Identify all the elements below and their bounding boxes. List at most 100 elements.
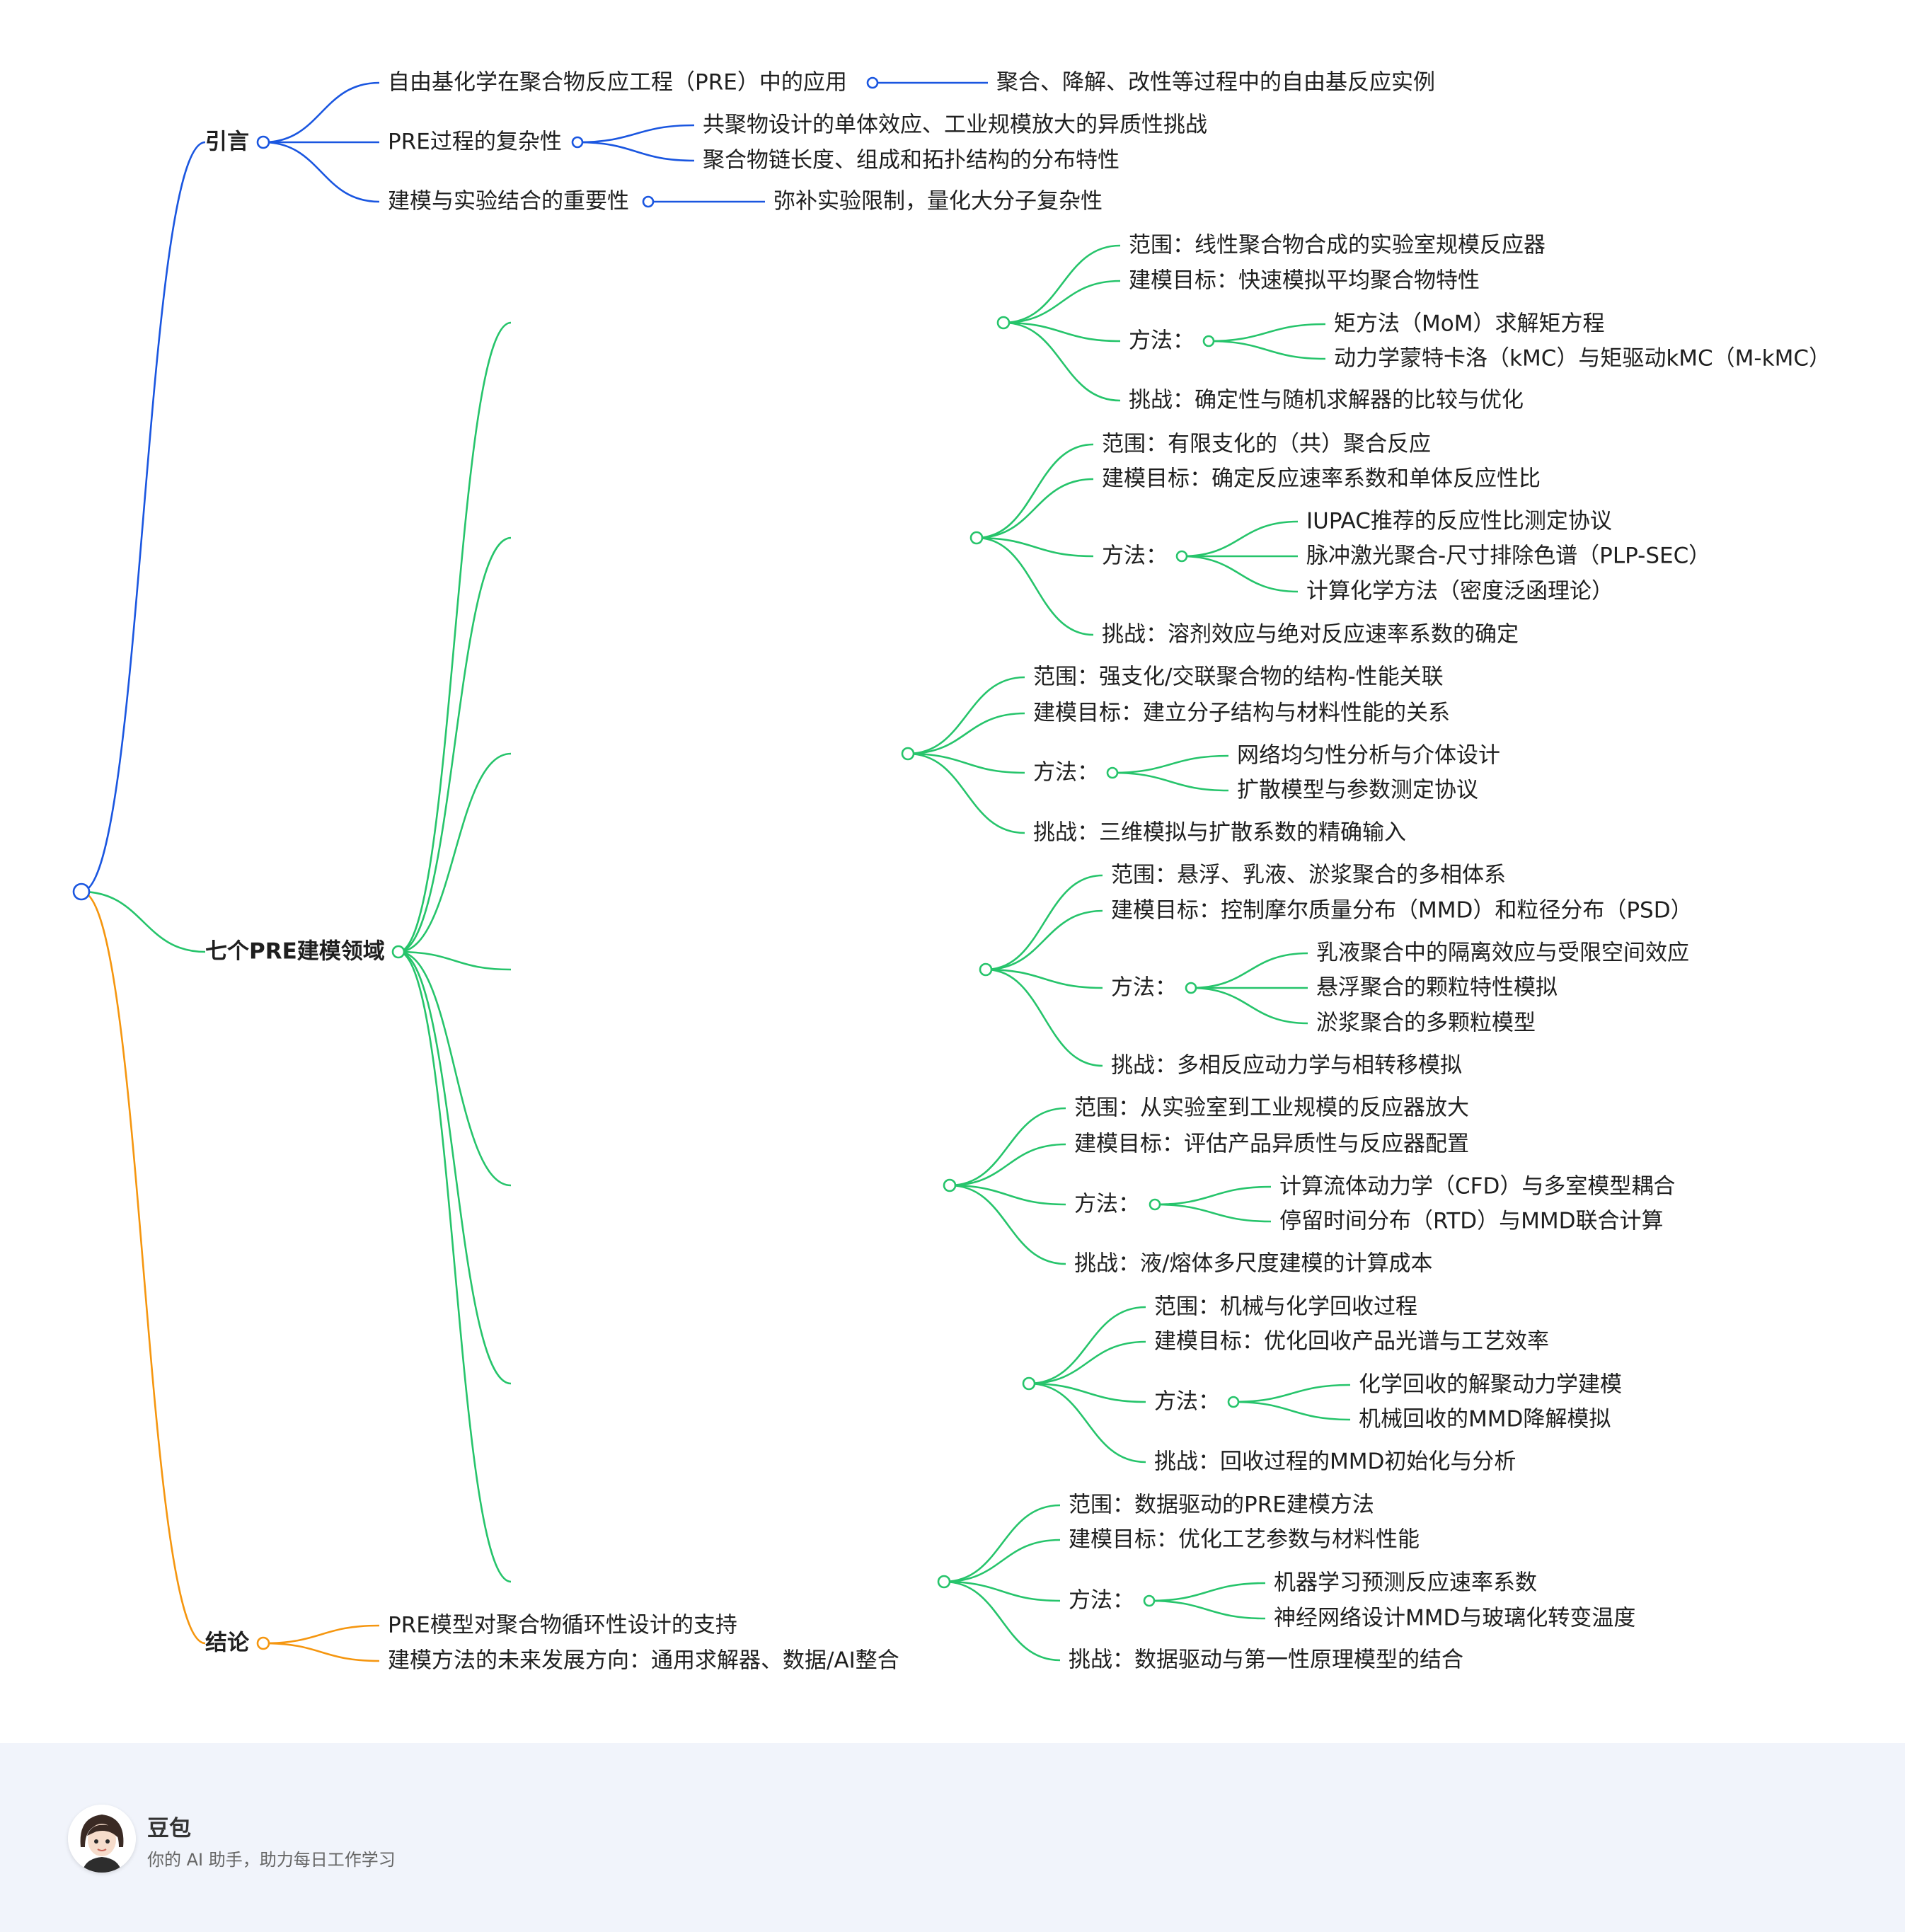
modeling-area-item-connector bbox=[949, 1184, 1066, 1265]
branch-node-modeling[interactable] bbox=[391, 945, 405, 959]
method-item[interactable]: 计算流体动力学（CFD）与多室模型耦合 bbox=[1279, 1173, 1676, 1200]
modeling-area-item[interactable]: 建模目标：快速模拟平均聚合物特性 bbox=[1129, 268, 1480, 294]
intro-detail[interactable]: 弥补实验限制，量化大分子复杂性 bbox=[773, 188, 1103, 214]
modeling-area-item-connector bbox=[1003, 321, 1121, 343]
method-node[interactable] bbox=[1106, 766, 1119, 779]
intro-topic-node[interactable] bbox=[866, 76, 879, 89]
intro-topic[interactable]: 建模与实验结合的重要性 bbox=[388, 188, 629, 214]
root-node[interactable] bbox=[72, 882, 91, 901]
intro-topic[interactable]: PRE过程的复杂性 bbox=[388, 129, 562, 155]
modeling-area-item-connector bbox=[907, 752, 1025, 834]
modeling-area-item[interactable]: 挑战：溶剂效应与绝对反应速率系数的确定 bbox=[1102, 621, 1519, 648]
modeling-area-item[interactable]: 范围：机械与化学回收过程 bbox=[1154, 1294, 1417, 1320]
modeling-area-node[interactable] bbox=[937, 1575, 951, 1589]
method-item[interactable]: 神经网络设计MMD与玻璃化转变温度 bbox=[1274, 1605, 1636, 1631]
method-item-connector bbox=[1154, 1185, 1272, 1206]
branch-title-conclusion[interactable]: 结论 bbox=[205, 1630, 249, 1656]
method-node[interactable] bbox=[1149, 1198, 1161, 1211]
modeling-area-item-connector bbox=[985, 968, 1103, 1067]
modeling-area-node[interactable] bbox=[1022, 1376, 1036, 1391]
method-item[interactable]: 淤浆聚合的多颗粒模型 bbox=[1316, 1010, 1536, 1036]
method-item-connector bbox=[1233, 1384, 1351, 1403]
modeling-area-item[interactable]: 范围：数据驱动的PRE建模方法 bbox=[1069, 1492, 1374, 1518]
modeling-area-item[interactable]: 范围：从实验室到工业规模的反应器放大 bbox=[1074, 1095, 1469, 1121]
modeling-area-node[interactable] bbox=[969, 531, 984, 545]
method-node[interactable] bbox=[1175, 550, 1188, 563]
modeling-area-item[interactable]: 挑战：液/熔体多尺度建模的计算成本 bbox=[1074, 1250, 1433, 1277]
modeling-area-item-connector bbox=[985, 909, 1103, 971]
conclusion-item[interactable]: 建模方法的未来发展方向：通用求解器、数据/AI整合 bbox=[388, 1648, 899, 1674]
intro-connector bbox=[263, 81, 380, 144]
conclusion-item[interactable]: PRE模型对聚合物循环性设计的支持 bbox=[388, 1612, 737, 1638]
intro-detail[interactable]: 共聚物设计的单体效应、工业规模放大的异质性挑战 bbox=[703, 112, 1207, 138]
modeling-area-item[interactable]: 建模目标：控制摩尔质量分布（MMD）和粒径分布（PSD） bbox=[1111, 897, 1693, 924]
method-node[interactable] bbox=[1143, 1594, 1156, 1607]
intro-detail[interactable]: 聚合物链长度、组成和拓扑结构的分布特性 bbox=[703, 147, 1120, 173]
method-item[interactable]: 化学回收的解聚动力学建模 bbox=[1359, 1372, 1622, 1398]
method-label[interactable]: 方法： bbox=[1102, 543, 1168, 569]
method-item-connector bbox=[1233, 1401, 1351, 1421]
mind-map: 引言 自由基化学在聚合物反应工程（PRE）中的应用 聚合、降解、改性等过程中的自由基… bbox=[72, 69, 1831, 1674]
modeling-area-item[interactable]: 建模目标：优化回收产品光谱与工艺效率 bbox=[1154, 1328, 1549, 1355]
method-item[interactable]: 网络均匀性分析与介体设计 bbox=[1237, 742, 1500, 769]
method-node[interactable] bbox=[1202, 335, 1215, 347]
modeling-area-node[interactable] bbox=[901, 747, 915, 761]
method-label[interactable]: 方法： bbox=[1074, 1191, 1140, 1217]
branch-title-intro[interactable]: 引言 bbox=[205, 129, 249, 155]
method-item[interactable]: 悬浮聚合的颗粒特性模拟 bbox=[1316, 974, 1558, 1001]
intro-detail[interactable]: 聚合、降解、改性等过程中的自由基反应实例 bbox=[996, 69, 1435, 96]
branch-node-conclusion[interactable] bbox=[256, 1636, 270, 1650]
method-item[interactable]: IUPAC推荐的反应性比测定协议 bbox=[1306, 508, 1612, 534]
modeling-area-item-connector bbox=[907, 752, 1025, 774]
modeling-area-item[interactable]: 范围：悬浮、乳液、淤浆聚合的多相体系 bbox=[1111, 862, 1506, 888]
modeling-area-item[interactable]: 范围：强支化/交联聚合物的结构-性能关联 bbox=[1033, 664, 1444, 690]
modeling-area-connector bbox=[398, 950, 512, 971]
method-item[interactable]: 计算化学方法（密度泛函理论） bbox=[1306, 578, 1613, 604]
modeling-area-item[interactable]: 建模目标：建立分子结构与材料性能的关系 bbox=[1033, 700, 1450, 726]
method-label[interactable]: 方法： bbox=[1129, 328, 1195, 354]
modeling-area-connector bbox=[398, 950, 512, 1187]
method-item[interactable]: 机械回收的MMD降解模拟 bbox=[1359, 1406, 1611, 1432]
intro-topic[interactable]: 自由基化学在聚合物反应工程（PRE）中的应用 bbox=[388, 69, 847, 96]
method-item[interactable]: 机器学习预测反应速率系数 bbox=[1274, 1570, 1537, 1596]
modeling-area-node[interactable] bbox=[996, 316, 1011, 330]
method-item[interactable]: 扩散模型与参数测定协议 bbox=[1237, 777, 1478, 803]
modeling-area-item-connector bbox=[949, 1107, 1066, 1187]
modeling-area-item-connector bbox=[976, 443, 1094, 539]
modeling-area-item[interactable]: 建模目标：评估产品异质性与反应器配置 bbox=[1074, 1131, 1469, 1157]
method-item[interactable]: 乳液聚合中的隔离效应与受限空间效应 bbox=[1316, 940, 1689, 966]
modeling-area-item[interactable]: 挑战：三维模拟与扩散系数的精确输入 bbox=[1033, 820, 1406, 846]
branch-connector-intro bbox=[81, 141, 206, 893]
method-item[interactable]: 停留时间分布（RTD）与MMD联合计算 bbox=[1279, 1208, 1664, 1234]
method-node[interactable] bbox=[1185, 982, 1197, 994]
method-label[interactable]: 方法： bbox=[1033, 759, 1099, 786]
branch-title-modeling[interactable]: 七个PRE建模领域 bbox=[205, 938, 385, 965]
method-item[interactable]: 脉冲激光聚合-尺寸排除色谱（PLP-SEC） bbox=[1306, 543, 1711, 569]
modeling-area-item-connector bbox=[907, 712, 1025, 755]
intro-topic-node[interactable] bbox=[642, 195, 655, 208]
method-item-connector bbox=[1112, 771, 1229, 792]
method-label[interactable]: 方法： bbox=[1111, 974, 1177, 1001]
intro-topic-node[interactable] bbox=[571, 136, 584, 149]
method-label[interactable]: 方法： bbox=[1154, 1388, 1220, 1415]
method-label[interactable]: 方法： bbox=[1069, 1587, 1134, 1614]
modeling-area-item[interactable]: 建模目标：确定反应速率系数和单体反应性比 bbox=[1102, 466, 1541, 492]
method-node[interactable] bbox=[1227, 1396, 1240, 1408]
modeling-area-item[interactable]: 挑战：数据驱动与第一性原理模型的结合 bbox=[1069, 1647, 1463, 1673]
modeling-area-item-connector bbox=[976, 536, 1094, 636]
modeling-area-item[interactable]: 范围：线性聚合物合成的实验室规模反应器 bbox=[1129, 232, 1546, 258]
method-item[interactable]: 矩方法（MoM）求解矩方程 bbox=[1334, 311, 1605, 337]
modeling-area-item[interactable]: 建模目标：优化工艺参数与材料性能 bbox=[1069, 1526, 1420, 1553]
modeling-area-node[interactable] bbox=[979, 962, 993, 977]
modeling-area-node[interactable] bbox=[943, 1178, 957, 1192]
mind-map-connectors bbox=[72, 76, 1351, 1662]
modeling-area-item[interactable]: 挑战：确定性与随机求解器的比较与优化 bbox=[1129, 387, 1524, 413]
modeling-area-item-connector bbox=[907, 676, 1025, 755]
modeling-area-item[interactable]: 挑战：回收过程的MMD初始化与分析 bbox=[1154, 1449, 1516, 1475]
method-item[interactable]: 动力学蒙特卡洛（kMC）与矩驱动kMC（M-kMC） bbox=[1334, 345, 1831, 372]
branch-node-intro[interactable] bbox=[256, 135, 270, 149]
modeling-area-item-connector bbox=[1003, 321, 1121, 402]
modeling-area-item[interactable]: 挑战：多相反应动力学与相转移模拟 bbox=[1111, 1052, 1462, 1079]
modeling-area-item[interactable]: 范围：有限支化的（共）聚合反应 bbox=[1102, 431, 1431, 457]
method-item-connector bbox=[1208, 340, 1326, 360]
